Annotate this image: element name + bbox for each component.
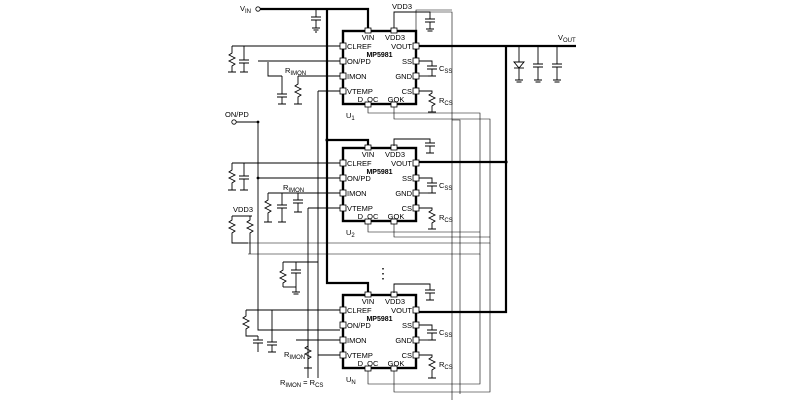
- onpd-terminal: [231, 119, 237, 125]
- rimon-label: RIMON: [283, 183, 304, 194]
- svg-text:SS: SS: [402, 174, 412, 183]
- vin-bus: [260, 7, 370, 293]
- vout-capacitor-1: [533, 46, 543, 83]
- css-label: CSS: [439, 181, 452, 192]
- svg-text:D_OC: D_OC: [358, 95, 379, 104]
- ic-part-number: MP5981: [366, 169, 392, 176]
- un-ss-cap: [419, 324, 437, 341]
- rcs-label: RCS: [439, 360, 453, 371]
- vin-terminal: [255, 6, 261, 12]
- svg-text:VTEMP: VTEMP: [347, 204, 373, 213]
- u2-imon-network: [263, 192, 340, 223]
- vdd3-net-label: VDD3: [392, 2, 412, 11]
- u1-cs-resistor: [419, 75, 437, 113]
- designator-u1: U1: [346, 111, 355, 122]
- svg-text:VIN: VIN: [362, 150, 375, 159]
- onpd-bus: [236, 60, 340, 331]
- u1-ss-cap: [419, 60, 437, 77]
- ic-u1: MP5981 VIN VDD3 CLREF ON/PD IMON VTEMP V…: [339, 27, 420, 122]
- u1-imon-network: [267, 62, 340, 105]
- svg-text:VDD3: VDD3: [385, 297, 405, 306]
- svg-text:SS: SS: [402, 57, 412, 66]
- ic-u2: MP5981 VIN VDD3 CLREF ON/PD IMON VTEMP V…: [339, 144, 420, 239]
- svg-text:IMON: IMON: [347, 72, 367, 81]
- svg-text:VDD3: VDD3: [385, 33, 405, 42]
- vout-bus: [416, 44, 576, 314]
- u1-clref-network: [227, 45, 340, 73]
- designator-u2: U2: [346, 228, 355, 239]
- vin-input-capacitor: [311, 9, 321, 33]
- un-clref-network: [241, 309, 340, 353]
- svg-text:GOK: GOK: [388, 95, 405, 104]
- svg-text:CLREF: CLREF: [347, 42, 372, 51]
- ic-un: MP5981 VIN VDD3 CLREF ON/PD IMON VTEMP V…: [339, 291, 420, 386]
- svg-text:VDD3: VDD3: [385, 150, 405, 159]
- svg-text:GND: GND: [395, 336, 412, 345]
- rcs-label: RCS: [439, 213, 453, 224]
- svg-text:GND: GND: [395, 72, 412, 81]
- css-label: CSS: [439, 328, 452, 339]
- svg-text:CLREF: CLREF: [347, 159, 372, 168]
- rcs-label: RCS: [439, 96, 453, 107]
- un-vdd3-cap: [393, 283, 435, 301]
- svg-text:VIN: VIN: [362, 297, 375, 306]
- svg-text:CLREF: CLREF: [347, 306, 372, 315]
- svg-text:CS: CS: [402, 87, 412, 96]
- ic-part-number: MP5981: [366, 52, 392, 59]
- onpd-label: ON/PD: [225, 110, 249, 119]
- u2-vtemp-line: [307, 207, 340, 378]
- rimon-label: RIMON: [285, 66, 306, 77]
- vin-label: VIN: [240, 4, 251, 15]
- svg-text:SS: SS: [402, 321, 412, 330]
- designator-un: UN: [346, 375, 356, 386]
- u2-cs-resistor: [419, 207, 437, 230]
- svg-text:D_OC: D_OC: [358, 212, 379, 221]
- u2-vdd3-cap: [393, 138, 435, 154]
- svg-text:VOUT: VOUT: [391, 306, 412, 315]
- svg-text:ON/PD: ON/PD: [347, 57, 371, 66]
- more-modules-ellipsis: ⋮: [376, 265, 390, 281]
- svg-text:VTEMP: VTEMP: [347, 87, 373, 96]
- svg-text:IMON: IMON: [347, 189, 367, 198]
- vout-diode: [513, 46, 525, 83]
- vdd3-capacitor-1: [393, 11, 453, 400]
- un-imon-network: [296, 339, 340, 369]
- rimon-equals-rcs-note: RIMON = RCS: [280, 378, 323, 389]
- vout-label: VOUT: [558, 33, 576, 44]
- svg-text:VIN: VIN: [362, 33, 375, 42]
- svg-text:ON/PD: ON/PD: [347, 321, 371, 330]
- u2-clref-network: [227, 162, 340, 191]
- svg-text:GOK: GOK: [388, 212, 405, 221]
- vout-capacitor-2: [552, 46, 562, 83]
- middle-capacitor-group: [278, 261, 318, 295]
- svg-text:D_OC: D_OC: [358, 359, 379, 368]
- ic-part-number: MP5981: [366, 316, 392, 323]
- svg-text:GOK: GOK: [388, 359, 405, 368]
- svg-text:VOUT: VOUT: [391, 159, 412, 168]
- rimon-label: RIMON: [284, 350, 305, 361]
- doc-gok-interconnect: [248, 9, 491, 394]
- svg-text:ON/PD: ON/PD: [347, 174, 371, 183]
- svg-text:VOUT: VOUT: [391, 42, 412, 51]
- svg-text:CS: CS: [402, 204, 412, 213]
- svg-text:IMON: IMON: [347, 336, 367, 345]
- u1-vtemp-line: [317, 90, 340, 378]
- vdd3-pullup-label: VDD3: [233, 205, 253, 214]
- svg-text:CS: CS: [402, 351, 412, 360]
- css-label: CSS: [439, 64, 452, 75]
- svg-text:VTEMP: VTEMP: [347, 351, 373, 360]
- un-cs-resistor: [419, 354, 437, 379]
- vdd3-pullup-resistors: [227, 215, 255, 254]
- u2-ss-cap: [419, 177, 437, 194]
- svg-text:GND: GND: [395, 189, 412, 198]
